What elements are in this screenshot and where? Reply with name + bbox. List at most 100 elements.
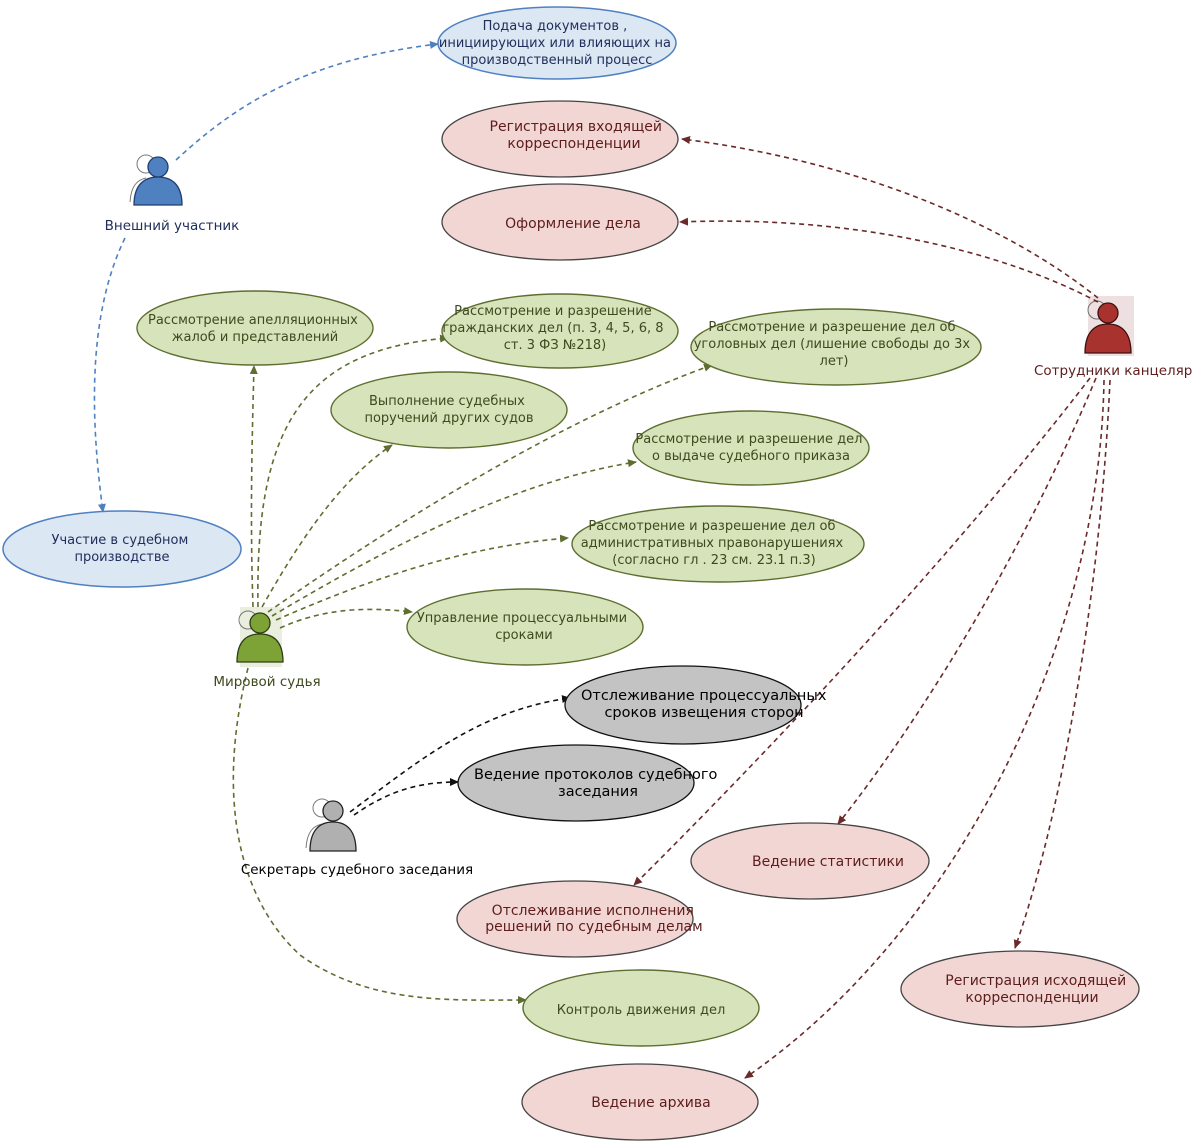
usecase-admin-line-1: Рассмотрение и разрешение дел об [588,519,835,534]
svg-text:Ведение протоколов судебного: Ведение протоколов судебного заседания [474,767,722,800]
svg-text:Управление процессуальными: Управление процессуальными сроками [417,611,631,643]
usecase-civil-line-2: гражданских дел (п. 3, 4, 5, 6, 8 [442,321,663,336]
person-red-icon [1084,296,1134,356]
svg-text:Отслеживание процессуальных: Отслеживание процессуальных сроков извещ… [581,688,831,721]
usecase-execution-line-1: Отслеживание исполнения [492,903,694,919]
usecase-court-order-line-2: о выдаче судебного приказа [652,449,850,464]
usecase-protocols-line-2: заседания [558,784,638,800]
usecase-civil-line-3: ст. 3 ФЗ №218) [504,338,606,353]
usecase-case-form-line-1: Оформление дела [505,216,641,232]
svg-text:Ведение архива: Ведение архива [591,1095,711,1111]
usecase-court-order-line-1: Рассмотрение и разрешение дел [635,432,862,447]
usecase-deadlines-mgmt[interactable]: Управление процессуальными сроками [406,588,644,666]
usecase-submit-docs-line-3: производственный процесс [462,53,653,68]
link-external-participation [93,237,126,513]
actor-judge-label: Мировой судья [213,674,320,690]
usecase-reg-incoming-line-1: Регистрация входящей [490,119,662,135]
actor-external[interactable]: Внешний участник [105,154,240,234]
usecase-case-flow[interactable]: Контроль движения дел [522,969,760,1047]
link-judge-civil [257,334,449,608]
usecase-deadlines-mgmt-line-1: Управление процессуальными [417,611,627,626]
actor-staff[interactable]: Сотрудники канцеляр [1034,296,1192,379]
usecase-submit-docs-line-2: инициирующих или влияющих на [439,36,671,51]
usecase-notice-tracking-line-2: сроков извещения сторон [604,705,803,721]
actor-secretary[interactable]: Секретарь судебного заседания [241,798,473,878]
usecase-notice-tracking-line-1: Отслеживание процессуальных [581,688,827,704]
usecase-orders-line-2: поручений других судов [364,411,533,426]
svg-text:Рассмотрение и разрешение: Рассмотрение и разрешение гражданских де… [442,304,667,353]
person-blue-icon [129,154,183,206]
link-staff-reg-incoming [681,136,1099,299]
svg-text:Регистрация исходящей ко: Регистрация исходящей корреспонденции [945,973,1130,1006]
actor-external-label: Внешний участник [105,218,240,234]
usecase-participation-line-1: Участие в судебном [52,533,189,548]
person-gray-icon [305,798,357,852]
usecase-orders[interactable]: Выполнение судебных поручений других суд… [330,371,568,449]
link-judge-orders [261,444,393,608]
usecase-appeals-line-1: Рассмотрение апелляционных [148,313,358,328]
link-staff-statistics [837,377,1097,825]
link-external-submit [175,40,439,161]
svg-text:Ведение статистики: Ведение статистики [752,854,904,870]
person-green-icon [236,607,284,667]
usecase-case-flow-line-1: Контроль движения дел [557,1003,726,1018]
svg-text:Контроль движения дел: Контроль движения дел [557,1003,726,1018]
usecase-appeals-line-2: жалоб и представлений [172,330,338,345]
svg-text:Оформление дела: Оформление дела [505,216,641,232]
usecase-submit-docs[interactable]: Подача документов , инициирующих или вли… [437,6,677,80]
link-staff-execution [633,377,1091,886]
usecase-reg-outgoing[interactable]: Регистрация исходящей корреспонденции [900,950,1140,1028]
svg-text:Рассмотрение апелляционных: Рассмотрение апелляционных жалоб и предс… [148,313,362,345]
link-staff-case-form [679,217,1099,303]
usecase-statistics-line-1: Ведение статистики [752,854,904,870]
svg-text:Рассмотрение и разрешение дел: Рассмотрение и разрешение дел об уголовн… [694,320,975,369]
usecase-statistics[interactable]: Ведение статистики [690,822,930,900]
link-secretary-protocols [353,778,459,816]
usecase-criminal-line-3: лет) [820,354,849,369]
usecase-court-order[interactable]: Рассмотрение и разрешение дел о выдаче с… [632,410,870,486]
link-judge-appeals [249,365,258,608]
svg-text:Участие в судебном произ: Участие в судебном производстве [52,533,193,565]
actor-staff-label: Сотрудники канцеляр [1034,363,1192,379]
usecase-criminal-line-2: уголовных дел (лишение свободы до 3х [694,337,971,352]
usecase-reg-outgoing-line-2: корреспонденции [965,990,1098,1006]
link-secretary-notice [349,695,571,813]
link-judge-deadlines [279,607,413,629]
link-staff-archive [744,379,1105,1079]
usecase-archive[interactable]: Ведение архива [521,1063,759,1141]
usecase-admin-line-2: административных правонарушениях [581,536,844,551]
usecase-archive-line-1: Ведение архива [591,1095,711,1111]
usecase-participation[interactable]: Участие в судебном производстве [2,510,242,588]
link-staff-reg-outgoing [1013,379,1111,949]
usecase-admin-line-3: (согласно гл . 23 см. 23.1 п.3) [612,553,816,568]
svg-text:Рассмотрение и разрешение дел: Рассмотрение и разрешение дел об админис… [581,519,848,568]
link-judge-caseflow [232,667,527,1005]
usecase-protocols[interactable]: Ведение протоколов судебного заседания [457,744,722,822]
usecase-criminal-line-1: Рассмотрение и разрешение дел об [708,320,955,335]
svg-text:Рассмотрение и разрешение дел: Рассмотрение и разрешение дел о выдаче с… [635,432,866,464]
usecase-deadlines-mgmt-line-2: сроками [495,628,552,643]
usecase-execution[interactable]: Отслеживание исполнения решений по судеб… [456,880,703,958]
usecase-reg-incoming-line-2: корреспонденции [507,136,640,152]
svg-text:Подача документов , ини: Подача документов , инициирующих или вли… [439,19,675,68]
usecase-reg-outgoing-line-1: Регистрация исходящей [945,973,1126,989]
svg-text:Регистрация входящей кор: Регистрация входящей корреспонденции [490,119,667,152]
usecase-reg-incoming[interactable]: Регистрация входящей корреспонденции [441,100,679,178]
usecase-notice-tracking[interactable]: Отслеживание процессуальных сроков извещ… [564,665,831,745]
usecase-orders-line-1: Выполнение судебных [369,394,525,409]
usecase-case-form[interactable]: Оформление дела [441,183,679,261]
usecase-admin[interactable]: Рассмотрение и разрешение дел об админис… [571,505,865,583]
link-judge-court-order [271,459,637,617]
usecase-participation-line-2: производстве [74,550,169,565]
link-judge-admin [275,534,569,621]
usecase-civil[interactable]: Рассмотрение и разрешение гражданских де… [441,293,679,369]
usecase-submit-docs-line-1: Подача документов , [483,19,628,34]
actor-judge[interactable]: Мировой судья [213,607,321,690]
usecase-protocols-line-1: Ведение протоколов судебного [474,767,717,783]
svg-text:Отслеживание исполнения: Отслеживание исполнения решений по судеб… [485,903,702,935]
usecase-criminal[interactable]: Рассмотрение и разрешение дел об уголовн… [690,308,982,386]
usecase-civil-line-1: Рассмотрение и разрешение [454,304,652,319]
usecase-appeals[interactable]: Рассмотрение апелляционных жалоб и предс… [136,290,374,366]
link-judge-criminal [267,363,713,613]
